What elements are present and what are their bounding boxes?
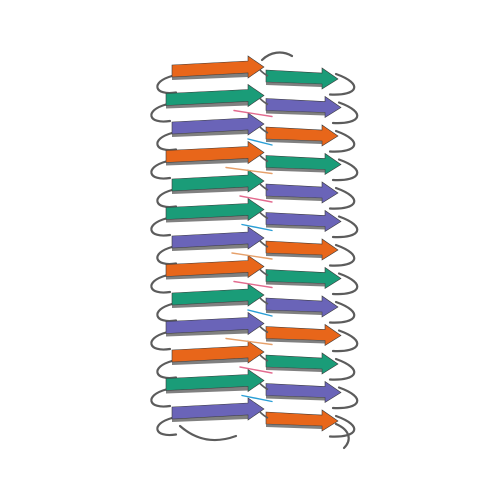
side-chain bbox=[247, 309, 273, 317]
beta-strand-left bbox=[171, 226, 265, 250]
beta-strand-left-edge bbox=[166, 386, 248, 394]
beta-strand-left-edge bbox=[172, 244, 248, 251]
beta-strand-left-edge bbox=[172, 130, 248, 137]
beta-strand-right bbox=[265, 209, 342, 233]
loop-left bbox=[156, 131, 178, 152]
loop-right bbox=[328, 186, 356, 210]
side-chain bbox=[239, 195, 273, 203]
beta-strand-left-edge bbox=[172, 415, 248, 422]
beta-strand-left-edge bbox=[172, 73, 248, 80]
loop-top bbox=[260, 51, 294, 62]
beta-strand-right-edge bbox=[266, 281, 325, 287]
beta-strand-left-edge bbox=[172, 358, 248, 365]
loop-kink bbox=[259, 211, 269, 220]
beta-strand-left-edge bbox=[166, 101, 248, 109]
beta-strand-layer bbox=[165, 55, 342, 432]
loop-left bbox=[156, 245, 178, 266]
beta-strand-left-edge bbox=[166, 158, 248, 166]
loop-left bbox=[156, 359, 178, 380]
loop-left bbox=[150, 274, 172, 294]
loop-right bbox=[328, 243, 356, 267]
loop-left bbox=[156, 302, 178, 323]
loop-left bbox=[150, 331, 172, 351]
loop-right bbox=[328, 72, 356, 96]
loop-right bbox=[331, 329, 359, 353]
loop-kink bbox=[259, 240, 269, 248]
side-chain bbox=[239, 366, 273, 374]
beta-strand-left-edge bbox=[166, 329, 248, 337]
beta-strand-right-edge bbox=[266, 424, 322, 429]
beta-strand-right bbox=[265, 124, 339, 147]
loop-right bbox=[328, 300, 356, 324]
loop-kink bbox=[259, 411, 269, 419]
loop-kink bbox=[259, 154, 269, 163]
loop-kink bbox=[259, 325, 269, 334]
loop-kink bbox=[259, 97, 269, 106]
loop-left bbox=[150, 217, 172, 237]
beta-strand-left-edge bbox=[172, 187, 248, 194]
loop-kink bbox=[259, 268, 269, 277]
loop-kink bbox=[259, 69, 269, 77]
loop-left bbox=[156, 188, 178, 209]
loop-kink bbox=[259, 183, 269, 191]
beta-strand-right-edge bbox=[266, 367, 322, 372]
loop-left bbox=[150, 388, 172, 408]
beta-strand-right-edge bbox=[266, 395, 325, 401]
front-loop-layer bbox=[178, 51, 350, 450]
side-chain bbox=[225, 166, 273, 175]
loop-left bbox=[156, 74, 178, 95]
beta-strand-right-edge bbox=[266, 310, 322, 315]
beta-strand-right-edge bbox=[266, 224, 325, 230]
beta-strand-right-edge bbox=[266, 253, 322, 258]
beta-strand-left bbox=[171, 112, 265, 136]
loop-kink bbox=[259, 382, 269, 391]
loop-bottom bbox=[178, 424, 238, 442]
loop-right bbox=[328, 414, 356, 438]
loop-right bbox=[331, 158, 359, 182]
loop-left bbox=[156, 416, 178, 437]
side-chain bbox=[233, 109, 273, 118]
loop-right bbox=[331, 386, 359, 410]
beta-strand-left-edge bbox=[166, 272, 248, 280]
beta-strand-right bbox=[265, 152, 342, 176]
beta-strand-left bbox=[165, 197, 265, 222]
loop-kink bbox=[259, 297, 269, 305]
beta-strand-right bbox=[265, 181, 339, 204]
beta-strand-right bbox=[265, 238, 339, 261]
beta-strand-right-edge bbox=[266, 82, 322, 87]
loop-kink bbox=[259, 354, 269, 362]
side-chain bbox=[233, 280, 273, 289]
beta-strand-right-edge bbox=[266, 139, 322, 144]
beta-strand-left-edge bbox=[166, 215, 248, 223]
loop-right bbox=[331, 101, 359, 125]
loop-kink bbox=[259, 126, 269, 134]
side-chain bbox=[241, 394, 273, 403]
loop-left bbox=[150, 160, 172, 180]
beta-strand-right-edge bbox=[266, 338, 325, 344]
loop-right bbox=[331, 272, 359, 296]
beta-strand-left bbox=[171, 169, 265, 193]
back-loop-layer bbox=[150, 72, 359, 438]
side-chain bbox=[247, 138, 273, 146]
loop-left bbox=[150, 103, 172, 123]
loop-right bbox=[331, 215, 359, 239]
side-chain bbox=[241, 223, 273, 232]
loop-right bbox=[328, 357, 356, 381]
beta-strand-right-edge bbox=[266, 167, 325, 173]
beta-strand-left-edge bbox=[172, 301, 248, 308]
side-chain bbox=[225, 337, 273, 346]
loop-bottom-right bbox=[334, 422, 350, 450]
beta-strand-right-edge bbox=[266, 196, 322, 201]
side-chain-layer bbox=[225, 109, 273, 403]
beta-strand-left bbox=[165, 140, 265, 165]
beta-strand-right-edge bbox=[266, 110, 325, 116]
side-chain bbox=[231, 252, 273, 260]
loop-right bbox=[328, 129, 356, 153]
